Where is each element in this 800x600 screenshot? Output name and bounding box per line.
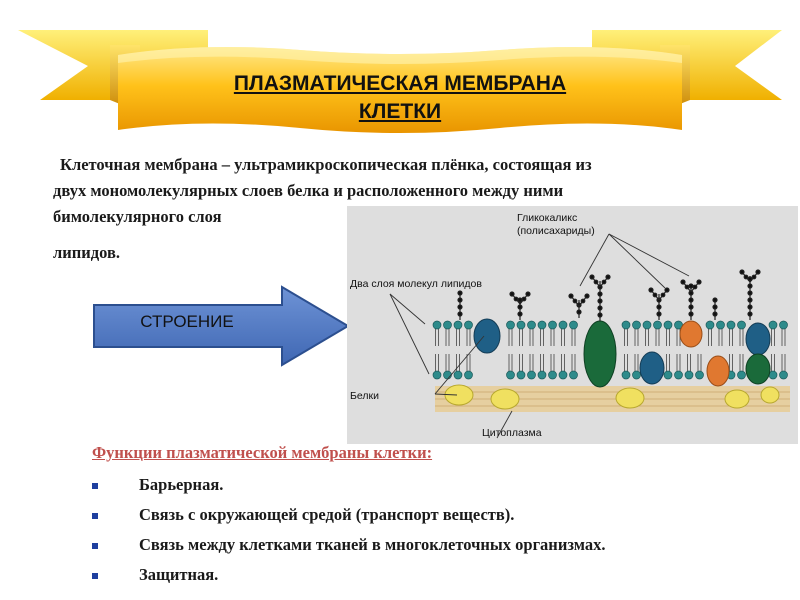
lipid-molecule	[621, 320, 631, 346]
lipid-molecule	[663, 354, 673, 380]
functions-title: Функции плазматической мембраны клетки:	[92, 443, 433, 462]
protein-yellow-2	[490, 388, 520, 410]
polysaccharide-chain	[680, 279, 702, 320]
lipid-molecule	[558, 354, 568, 380]
lipid-molecule	[768, 354, 778, 380]
page-title: ПЛАЗМАТИЧЕСКАЯ МЕМБРАНА КЛЕТКИ	[120, 70, 680, 126]
square-bullet-icon	[92, 543, 98, 549]
protein-blue-2	[639, 351, 665, 385]
function-item-text: Связь между клетками тканей в многоклето…	[139, 535, 606, 554]
lipid-molecule	[653, 320, 662, 346]
protein-green-transmembrane	[583, 320, 617, 388]
lipid-molecule	[621, 354, 631, 380]
lipid-layer-inner	[432, 354, 788, 380]
lipid-molecule	[527, 354, 536, 380]
lipid-molecule	[737, 320, 746, 346]
protein-yellow-5	[760, 386, 780, 404]
function-item-text: Барьерная.	[139, 475, 224, 494]
lipid-molecule	[506, 354, 515, 380]
lipid-molecule	[432, 354, 442, 380]
lipid-molecule	[569, 320, 578, 346]
lipid-molecule	[453, 354, 463, 380]
lipid-molecule	[516, 354, 526, 380]
lipid-molecule	[737, 354, 746, 380]
function-item-text: Связь с окружающей средой (транспорт вещ…	[139, 505, 515, 524]
lipid-molecule	[548, 354, 557, 380]
lipid-molecule	[642, 320, 652, 346]
protein-yellow-1	[444, 384, 474, 406]
lipid-molecule	[453, 320, 463, 346]
polysaccharide-chain	[568, 293, 590, 318]
lipid-molecule	[516, 320, 526, 346]
lipid-molecule	[558, 320, 568, 346]
lipid-molecule	[569, 354, 578, 380]
lipid-molecule	[548, 320, 557, 346]
title-banner	[18, 30, 782, 134]
polysaccharide-chain	[509, 291, 531, 320]
lipid-molecule	[663, 320, 673, 346]
intro-line-1: Клеточная мембрана – ультрамикроскопичес…	[60, 155, 592, 174]
lipid-molecule	[464, 320, 473, 346]
polysaccharide-chain	[589, 274, 611, 321]
lipid-molecule	[632, 320, 641, 346]
lipid-molecule	[443, 320, 452, 346]
intro-line-3: бимолекулярного слоя	[53, 207, 222, 226]
structure-arrow-label: СТРОЕНИЕ	[140, 312, 234, 331]
membrane-diagram: Гликокаликс (полисахариды) Два слоя моле…	[347, 206, 798, 444]
protein-yellow-3	[615, 387, 645, 409]
lipid-molecule	[537, 354, 547, 380]
protein-orange-1	[679, 320, 703, 348]
lipid-molecule	[506, 320, 515, 346]
page-title-line2: КЛЕТКИ	[358, 100, 442, 123]
lipid-molecule	[537, 320, 547, 346]
lipid-molecule	[432, 320, 442, 346]
lipid-molecule	[684, 354, 694, 380]
lipid-molecule	[716, 320, 725, 346]
intro-line-2: двух мономолекулярных слоев белка и расп…	[53, 181, 564, 200]
function-item-text: Защитная.	[139, 565, 219, 584]
lipid-molecule	[674, 354, 683, 380]
page-title-line1: ПЛАЗМАТИЧЕСКАЯ МЕМБРАНА	[233, 72, 567, 95]
lipid-molecule	[705, 320, 715, 346]
protein-blue-1	[473, 318, 501, 354]
protein-green-2	[745, 353, 771, 385]
protein-blue-3	[745, 322, 771, 356]
lipid-molecule	[779, 320, 788, 346]
polysaccharide-chain	[712, 297, 718, 320]
lipid-molecule	[632, 354, 641, 380]
banner-main	[118, 46, 682, 134]
label-polysaccharides: (полисахариды)	[517, 225, 595, 237]
polysaccharide-chain	[648, 287, 670, 320]
lipid-molecule	[464, 354, 473, 380]
lipid-molecule	[527, 320, 536, 346]
structure-arrow	[93, 285, 350, 367]
protein-yellow-4	[724, 389, 750, 409]
lipid-molecule	[768, 320, 778, 346]
polysaccharide-chain	[739, 269, 761, 320]
square-bullet-icon	[92, 573, 98, 579]
lipid-molecule	[695, 354, 704, 380]
label-cytoplasm: Цитоплазма	[482, 427, 542, 439]
polysaccharide-chain	[457, 290, 463, 320]
square-bullet-icon	[92, 483, 98, 489]
intro-line-4: липидов.	[53, 243, 120, 262]
glycocalyx-chains	[457, 269, 761, 321]
lipid-molecule	[779, 354, 788, 380]
square-bullet-icon	[92, 513, 98, 519]
label-glycocalyx: Гликокаликс	[517, 212, 577, 224]
label-lipid-layers: Два слоя молекул липидов	[350, 278, 482, 290]
protein-orange-2	[706, 355, 730, 387]
label-proteins: Белки	[350, 390, 379, 402]
lipid-layer-outer	[432, 320, 788, 346]
lipid-molecule	[726, 320, 736, 346]
